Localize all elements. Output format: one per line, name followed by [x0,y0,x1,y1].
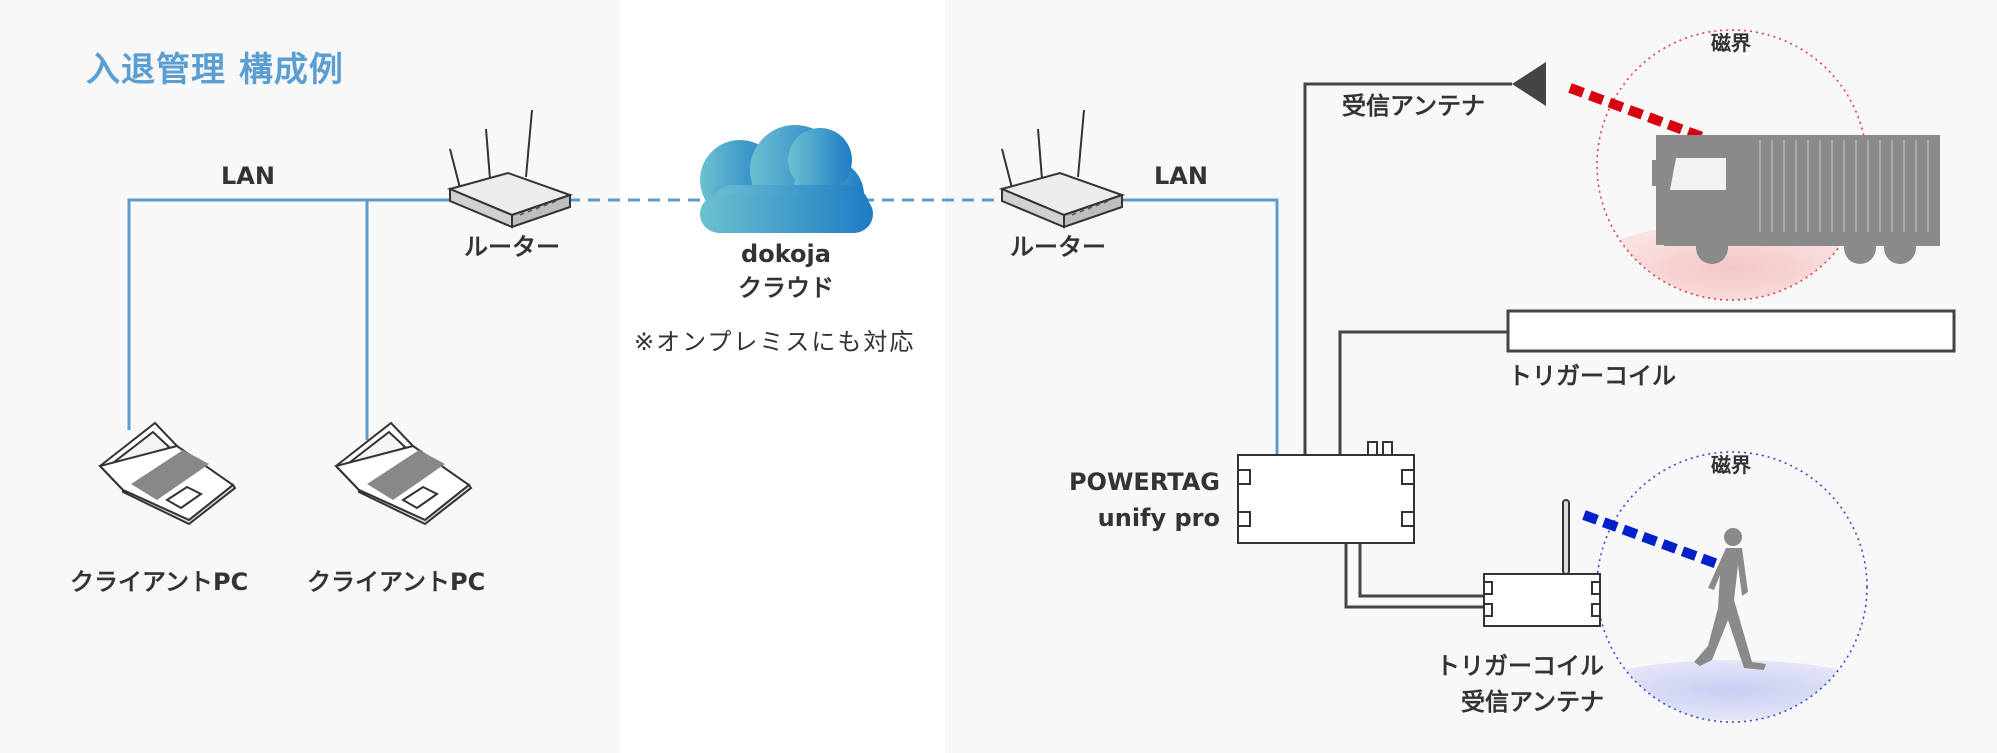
lan-left-label: LAN [221,162,275,190]
onpremise-note: ※オンプレミスにも対応 [634,328,916,356]
cloud-name-label: dokoja [741,240,831,268]
laptop-1-icon [98,421,237,526]
office-panel [0,0,620,753]
lan-right-label: LAN [1154,162,1208,190]
powertag-label-line2: unify pro [1097,504,1220,532]
router-right-icon [998,109,1126,229]
person-icon [1694,528,1766,670]
client-pc-1-label: クライアントPC [70,568,249,596]
receive-antenna-icon [1512,62,1546,106]
magnetic-field-bottom-label: 磁界 [1711,453,1751,477]
router-left-icon [446,109,574,229]
receive-antenna-label: 受信アンテナ [1342,92,1486,120]
site-panel [945,0,1997,753]
trigger-antenna-device-icon [1483,499,1601,627]
blue-signal-line [1582,510,1722,570]
laptop-2-icon [334,421,473,526]
router-left-label: ルーター [464,233,560,261]
trigger-antenna-label-line1: トリガーコイル [1436,652,1604,680]
trigger-antenna-label-line2: 受信アンテナ [1460,688,1604,716]
router-right-label: ルーター [1010,233,1106,261]
powertag-device-icon [1237,441,1415,544]
lan-left-wiring [127,198,480,440]
diagram-title: 入退管理 構成例 [86,50,344,90]
trigger-coil-label: トリガーコイル [1508,362,1676,390]
powertag-wiring [1303,82,1512,609]
cloud-icon [700,125,873,233]
truck-icon [1652,135,1940,264]
trigger-coil-icon [1506,309,1956,353]
cloud-sub-label: クラウド [738,274,834,302]
powertag-label-line1: POWERTAG [1068,468,1220,496]
client-pc-2-label: クライアントPC [307,568,486,596]
lan-right-wiring [1090,198,1279,455]
red-signal-line [1568,83,1707,143]
magnetic-field-top-label: 磁界 [1711,31,1751,55]
